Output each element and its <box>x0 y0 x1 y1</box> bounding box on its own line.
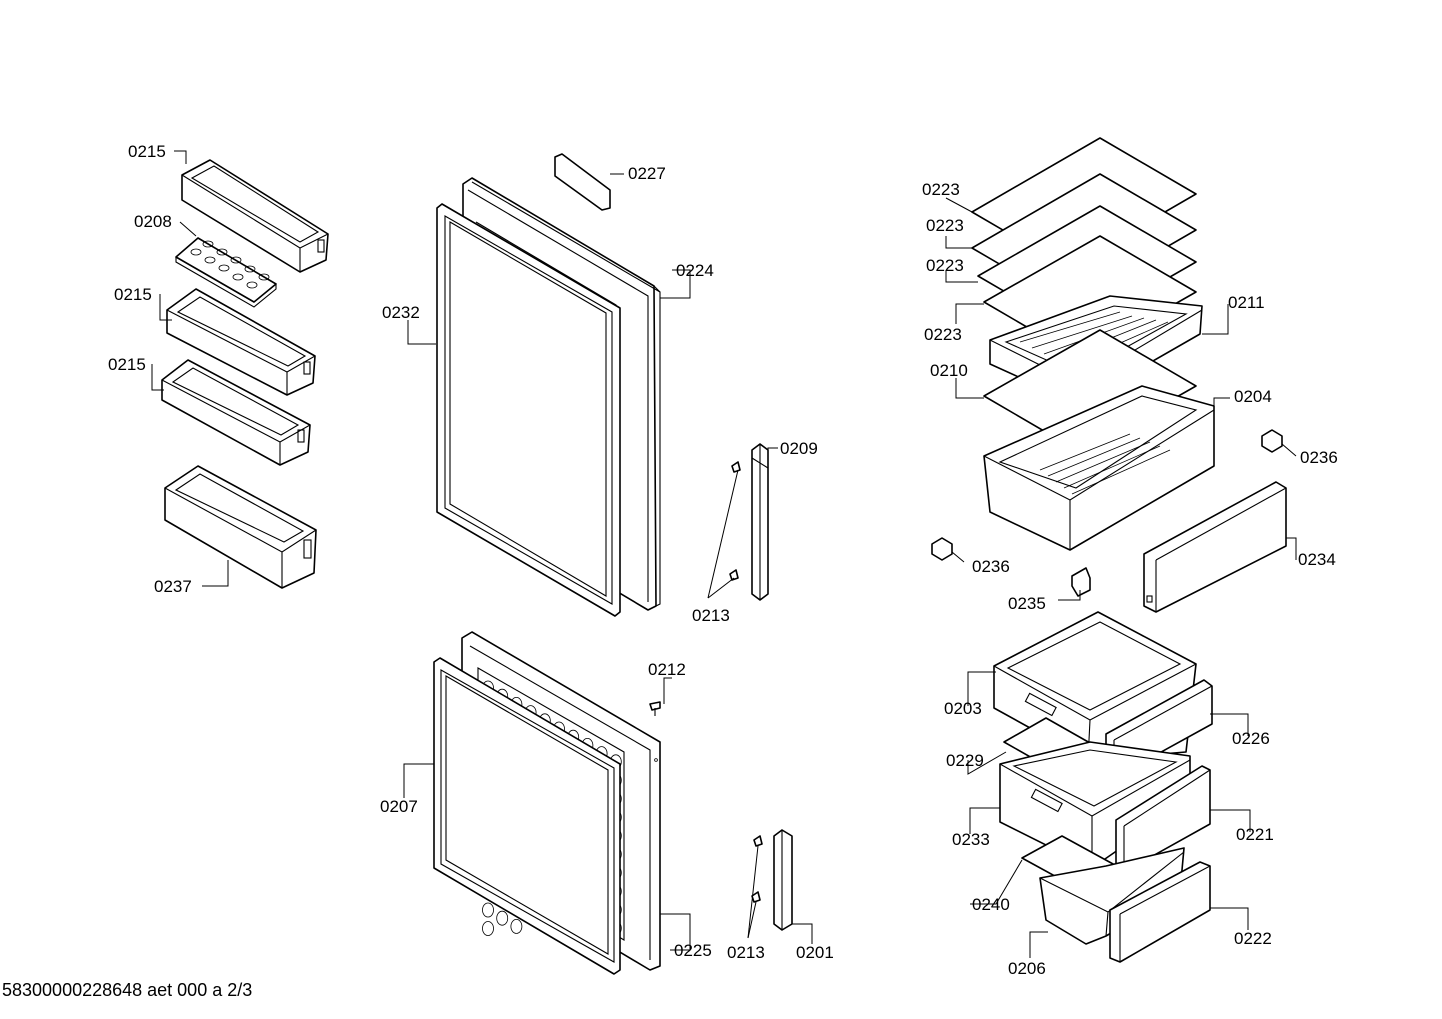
label-hinge-cover-lower: 0201 <box>796 943 834 962</box>
label-drawer-1: 0203 <box>944 699 982 718</box>
label-door-shelf-low: 0215 <box>108 355 146 374</box>
document-reference: 58300000228648 aet 000 a 2/3 <box>2 980 253 1000</box>
drawer-2 <box>999 741 1191 869</box>
label-crisper-front: 0234 <box>1298 550 1336 569</box>
label-door-shelf-mid: 0215 <box>114 285 152 304</box>
door-shelf-low <box>161 359 311 466</box>
label-door-lower: 0225 <box>674 941 712 960</box>
clip-right <box>1261 429 1283 453</box>
label-bottle-shelf: 0237 <box>154 577 192 596</box>
label-door-upper: 0224 <box>676 261 714 280</box>
part-labels: 0215 0208 0215 0215 0237 0232 0227 0224 … <box>108 142 1338 978</box>
hinge-cover-lower <box>751 829 793 931</box>
door-shelf-top <box>181 159 329 273</box>
label-screw-single: 0212 <box>648 660 686 679</box>
bottle-shelf <box>164 465 317 589</box>
crisper-front <box>1143 481 1287 613</box>
egg-tray <box>175 237 277 308</box>
label-screws-lower: 0213 <box>727 943 765 962</box>
label-glass-4: 0223 <box>924 325 962 344</box>
label-tray: 0211 <box>1228 293 1265 312</box>
label-drawer-2-front: 0221 <box>1236 825 1274 844</box>
label-glass-1: 0223 <box>922 180 960 199</box>
label-crisper: 0204 <box>1234 387 1272 406</box>
label-glass-5: 0210 <box>930 361 968 380</box>
label-drawer-1-plate: 0229 <box>946 751 984 770</box>
label-clip-right: 0236 <box>1300 448 1338 467</box>
label-drawer-1-front: 0226 <box>1232 729 1270 748</box>
dimple <box>510 919 523 934</box>
label-drawer-2-plate: 0240 <box>972 895 1010 914</box>
label-screws-upper: 0213 <box>692 606 730 625</box>
label-door-seal-lower: 0207 <box>380 797 418 816</box>
label-door-shelf-top: 0215 <box>128 142 166 161</box>
screw-single <box>649 701 661 716</box>
label-glass-3: 0223 <box>926 256 964 275</box>
label-hinge-cover-upper: 0209 <box>780 439 818 458</box>
drawer-3-front <box>1109 861 1211 963</box>
label-glass-2: 0223 <box>926 216 964 235</box>
leader-lines <box>151 150 1297 958</box>
door-seal-lower <box>433 657 621 975</box>
slider <box>1071 567 1091 597</box>
label-slider: 0235 <box>1008 594 1046 613</box>
label-label-plate: 0227 <box>628 164 666 183</box>
crisper <box>983 385 1215 551</box>
label-drawer-3: 0206 <box>1008 959 1046 978</box>
dimple <box>496 910 509 926</box>
label-egg-tray: 0208 <box>134 212 172 231</box>
hinge-cover-upper <box>729 443 769 601</box>
door-seal-upper <box>436 203 621 617</box>
dimple <box>482 921 494 936</box>
dimple <box>482 902 494 918</box>
clip-left <box>931 537 953 561</box>
label-door-seal-upper: 0232 <box>382 303 420 322</box>
label-drawer-3-front: 0222 <box>1234 929 1272 948</box>
door-shelf-mid <box>166 288 316 396</box>
label-plate <box>554 153 611 211</box>
label-drawer-2: 0233 <box>952 830 990 849</box>
label-clip-left: 0236 <box>972 557 1010 576</box>
